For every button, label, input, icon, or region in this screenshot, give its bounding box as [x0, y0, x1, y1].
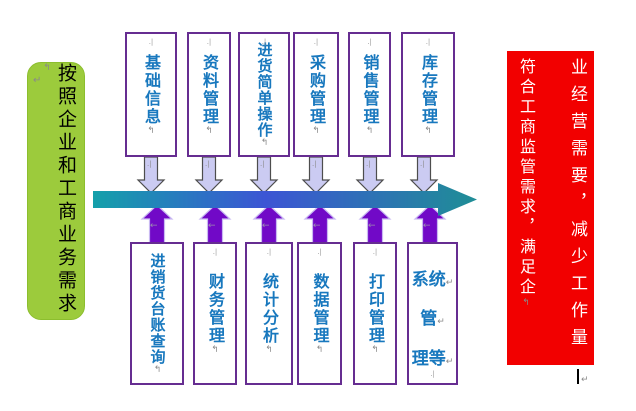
down-arrow-icon	[355, 156, 385, 194]
top-box-procurement: .| 采购管理↰	[293, 32, 339, 157]
box-label: 进货简单操作↰	[255, 41, 274, 148]
anchor-mark: .|	[206, 38, 212, 46]
left-arrow-mark: ←	[208, 221, 216, 231]
bottom-box-data: .| 数据管理↰	[297, 242, 342, 385]
return-mark: ↰	[146, 125, 156, 136]
paragraph-mark: ↵	[581, 375, 589, 385]
return-mark: ↰	[314, 344, 325, 355]
up-arrow-icon	[358, 204, 392, 244]
return-mark: ↰	[521, 298, 531, 308]
return-mark: ↰	[423, 125, 433, 136]
box-label: 基础信息↰	[142, 53, 161, 136]
up-arrow-icon	[252, 204, 286, 244]
paragraph-mark: ↵	[437, 317, 445, 327]
down-arrow-icon	[409, 156, 439, 194]
top-box-basic-info: .| 基础信息↰	[125, 32, 177, 157]
bottom-box-statistics: .| 统计分析↰	[245, 242, 293, 385]
left-arrow-mark: ←	[368, 221, 376, 231]
box-label: 系统↵ 管↵ 理等↵	[411, 269, 454, 369]
bottom-box-system: 系统↵ 管↵ 理等↵ .|	[407, 242, 458, 385]
return-mark: ↰	[364, 125, 375, 136]
down-arrow-icon	[301, 156, 331, 194]
box-label: 数据管理↰	[310, 272, 330, 355]
box-label: 销售管理↰	[360, 53, 380, 136]
box-label: 进销货台账查询↰	[148, 252, 167, 375]
top-box-data-management: .| 资料管理↰	[187, 32, 231, 157]
anchor-mark: .|	[430, 370, 435, 378]
left-arrow-mark: ←	[262, 221, 270, 231]
right-banner-column-first: 符合工商监管需求，满足企↰	[517, 58, 536, 308]
anchor-mark: .|	[367, 38, 372, 46]
anchor-mark: .|	[148, 38, 154, 46]
anchor-mark: .|	[212, 248, 218, 256]
return-mark: ↰	[259, 137, 270, 148]
up-arrow-icon	[140, 204, 174, 244]
box-label: 资料管理↰	[200, 53, 219, 136]
down-arrow-icon	[194, 156, 224, 194]
paragraph-mark: ↵	[33, 75, 42, 86]
main-flow-arrow	[93, 183, 477, 216]
bottom-box-finance: .| 财务管理↰	[193, 242, 237, 385]
return-mark: ↰	[152, 364, 163, 375]
top-box-sales: .| 销售管理↰	[348, 32, 391, 157]
anchor-mark: .|	[372, 248, 378, 256]
right-banner: 符合工商监管需求，满足企↰ 业经营需要，减少工作量	[507, 51, 594, 365]
anchor-mark: .|	[366, 160, 371, 168]
down-arrow-icon	[249, 156, 279, 194]
up-arrow-icon	[198, 204, 232, 244]
text-cursor	[577, 369, 579, 384]
anchor-mark: .|	[260, 160, 265, 168]
return-mark: ↰	[264, 344, 274, 355]
box-label: 统计分析↰	[260, 272, 279, 355]
bottom-box-ledger-query: 进销货台账查询↰	[130, 242, 184, 385]
anchor-mark: .|	[147, 160, 152, 168]
anchor-mark: .|	[313, 38, 319, 46]
return-mark: ↰	[204, 125, 214, 136]
bottom-box-printing: .| 打印管理↰	[353, 242, 397, 385]
paragraph-mark: ↵	[445, 277, 454, 288]
right-banner-column-second: 业经营需要，减少工作量	[567, 58, 587, 355]
return-mark: ↰	[42, 63, 52, 73]
return-mark: ↰	[370, 344, 380, 355]
return-mark: ↰	[311, 125, 321, 136]
left-arrow-mark: ←	[313, 221, 321, 231]
anchor-mark: .|	[266, 248, 272, 256]
up-arrow-icon	[303, 204, 337, 244]
top-box-inventory: .| 库存管理↰	[401, 32, 455, 157]
top-box-purchase-simple-ops: .| 进货简单操作↰	[238, 32, 290, 157]
anchor-mark: .|	[425, 38, 431, 46]
anchor-mark: .|	[261, 38, 267, 46]
left-banner: ↵ 按照企业和工商业务需求↰	[27, 62, 85, 320]
left-banner-text: 按照企业和工商业务需求↰	[42, 63, 77, 316]
left-arrow-mark: ←	[150, 221, 158, 231]
left-arrow-mark: ←	[423, 221, 431, 231]
anchor-mark: .|	[312, 160, 317, 168]
paragraph-mark: ↵	[445, 356, 454, 367]
anchor-mark: .|	[205, 160, 210, 168]
box-label: 打印管理↰	[366, 272, 385, 355]
box-label: 财务管理↰	[206, 272, 225, 355]
return-mark: ↰	[210, 344, 220, 355]
anchor-mark: .|	[420, 160, 425, 168]
box-label: 采购管理↰	[307, 53, 326, 136]
up-arrow-icon	[413, 204, 447, 244]
box-label: 库存管理↰	[419, 53, 438, 136]
down-arrow-icon	[136, 156, 166, 194]
anchor-mark: .|	[317, 248, 322, 256]
